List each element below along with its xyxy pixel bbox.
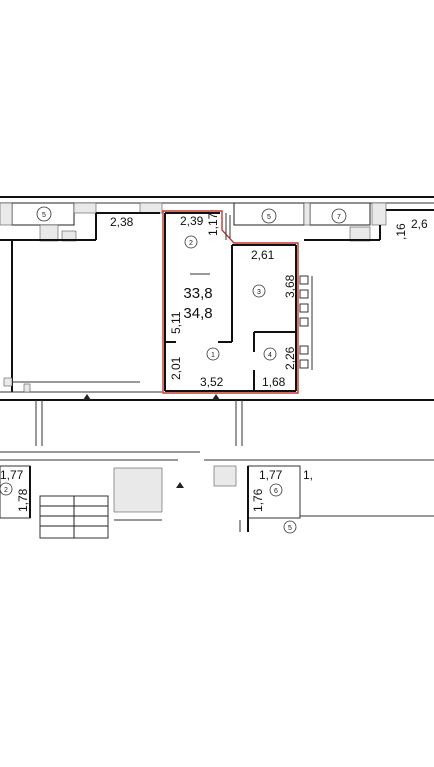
room-number-top-7: 7 <box>337 214 341 221</box>
dim-2-01: 2,01 <box>169 356 183 380</box>
dim-2-6: 2,6 <box>411 217 428 231</box>
dim-3-52: 3,52 <box>200 375 224 389</box>
apartment-outline <box>162 210 299 394</box>
room-number-1: 1 <box>211 352 215 359</box>
room-number-4: 4 <box>268 352 272 359</box>
dim-5-11: 5,11 <box>169 311 183 334</box>
dim-1-76: 1,76 <box>251 488 265 512</box>
dim-2-38: 2,38 <box>110 215 134 229</box>
room-labels: 5 5 7 2 3 1 4 2 6 5 <box>0 206 347 534</box>
area-alt: 34,8 <box>183 305 212 322</box>
room-number-top-5b: 5 <box>267 214 271 221</box>
dim-1-partial: 1, <box>303 468 313 482</box>
room-number-bottom-2: 2 <box>4 487 8 494</box>
dim-3-68: 3,68 <box>283 274 297 298</box>
left-room <box>0 240 434 401</box>
room-number-bottom-5: 5 <box>288 525 292 532</box>
dim-1-77-left: 1,77 <box>0 468 24 482</box>
dim-1-77-right: 1,77 <box>259 468 283 482</box>
dim-2-39: 2,39 <box>180 214 204 228</box>
dim-1-68: 1,68 <box>262 375 286 389</box>
corridor <box>0 400 434 461</box>
bottom-right <box>213 465 434 532</box>
dim-2-26: 2,26 <box>283 346 297 370</box>
bottom-left <box>0 465 184 539</box>
room-number-2: 2 <box>189 240 193 247</box>
area-total: 33,8 <box>183 285 212 302</box>
room-number-bottom-6: 6 <box>274 488 278 495</box>
dim-16: ,16 <box>394 223 408 240</box>
room-number-3: 3 <box>257 289 261 296</box>
dim-1-78: 1,78 <box>16 488 30 512</box>
dim-2-61: 2,61 <box>251 248 275 262</box>
apartment-walls <box>164 212 313 392</box>
room-number-top-5a: 5 <box>42 212 46 219</box>
dim-1-17: 1,17 <box>206 212 220 236</box>
